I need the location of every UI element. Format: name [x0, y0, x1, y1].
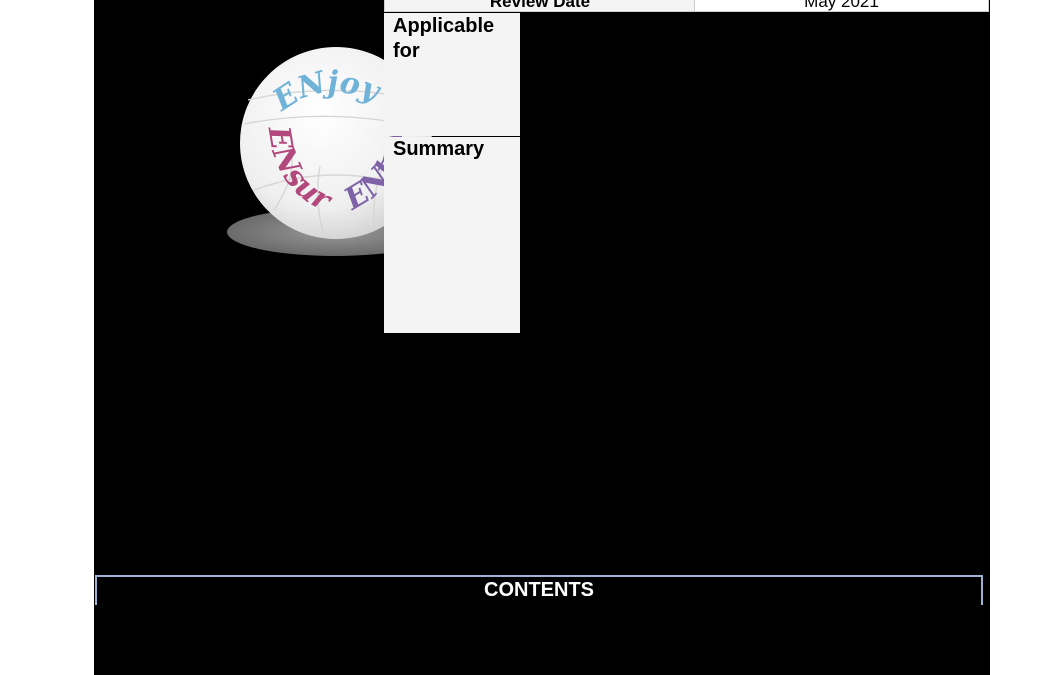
applicable-for-label: Applicable for: [393, 15, 495, 62]
review-date-row: Review Date May 2021: [384, 0, 989, 12]
review-date-value-cell: May 2021: [694, 0, 989, 12]
applicable-for-cell: Applicable for: [384, 13, 520, 136]
review-date-label: Review Date: [489, 0, 591, 11]
review-date-value: May 2021: [804, 0, 879, 11]
contents-section: CONTENTS: [95, 575, 983, 605]
summary-cell: Summary: [384, 137, 520, 333]
summary-label: Summary: [393, 138, 485, 160]
contents-heading: CONTENTS: [484, 579, 594, 601]
document-page: ENjoy ENtrust ENsure: [94, 0, 990, 675]
review-date-label-cell: Review Date: [384, 0, 696, 12]
